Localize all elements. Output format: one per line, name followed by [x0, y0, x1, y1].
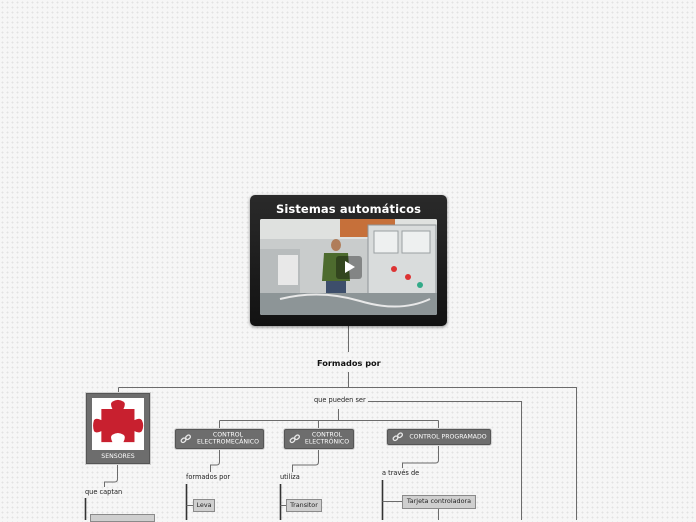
link-icon [180, 434, 192, 444]
control-electromecanico-line1: CONTROL [212, 431, 244, 439]
utiliza-label: utiliza [280, 473, 300, 481]
leva-node[interactable]: Leva [193, 499, 215, 512]
video-title: Sistemas automáticos [275, 202, 422, 216]
sensors-child-node[interactable] [90, 514, 155, 522]
formados-por-label: Formados por [317, 358, 381, 368]
control-programado-label: CONTROL PROGRAMADO [409, 433, 487, 441]
transistor-node[interactable]: Transitor [286, 499, 322, 512]
control-electronico-node[interactable]: CONTROL ELECTRÓNICO [284, 429, 354, 449]
puzzle-icon [92, 398, 144, 450]
control-electronico-line2: ELECTRÓNICO [304, 439, 350, 446]
formados-por-sub-label: formados por [186, 473, 231, 481]
que-captan-label: que captan [85, 488, 123, 496]
a-traves-de-label: a través de [382, 469, 420, 477]
control-programado-node[interactable]: CONTROL PROGRAMADO [387, 429, 491, 445]
que-pueden-ser-label: que pueden ser [314, 396, 366, 404]
link-icon [289, 434, 301, 444]
video-frame-image [260, 219, 437, 315]
sensores-node[interactable]: SENSORES [86, 393, 150, 464]
line-main-bracket [118, 387, 577, 520]
video-thumbnail[interactable] [260, 219, 437, 315]
video-topic-node[interactable]: Sistemas automáticos [250, 195, 447, 326]
control-electronico-line1: CONTROL [311, 431, 343, 439]
sensores-label: SENSORES [101, 453, 135, 460]
link-icon [392, 432, 404, 442]
play-button[interactable] [336, 256, 362, 279]
tarjeta-controladora-node[interactable]: Tarjeta controladora [402, 495, 476, 509]
control-electromecanico-line2: ELECTROMECÁNICO [197, 439, 259, 446]
control-electromecanico-node[interactable]: CONTROL ELECTROMECÁNICO [175, 429, 264, 449]
